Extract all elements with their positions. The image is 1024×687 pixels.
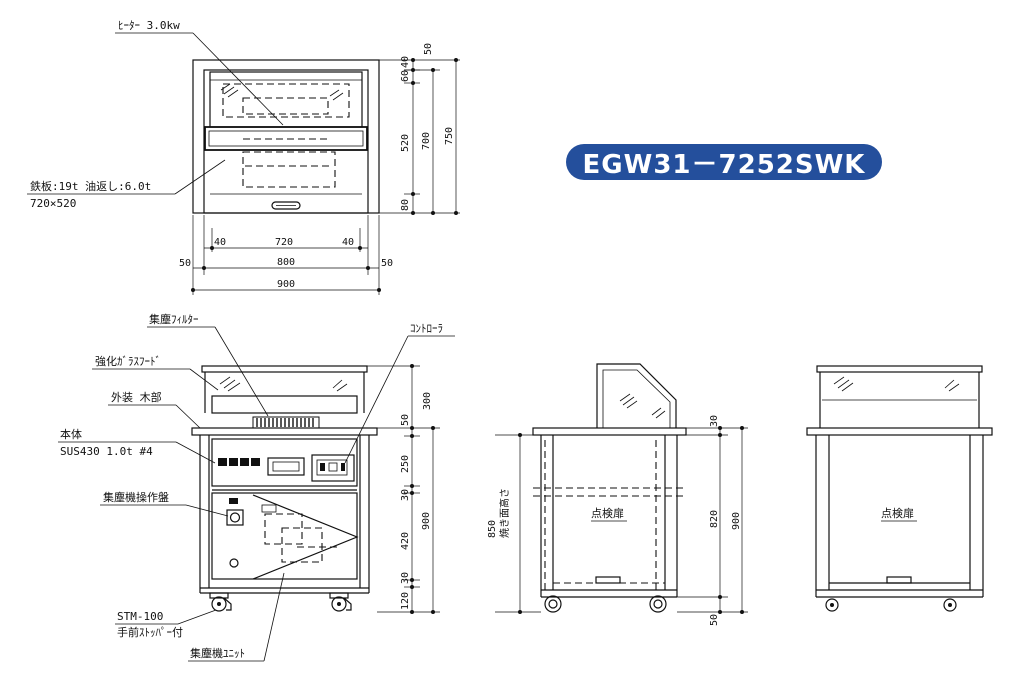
top-handle: [271, 201, 301, 210]
dim-front-250: 250: [400, 455, 411, 473]
side-dim-30: 30: [709, 415, 720, 427]
front-hood-top: [201, 365, 368, 373]
dim-top-80: 80: [400, 199, 411, 211]
side-dim-50: 50: [709, 614, 720, 626]
label-body: 本体: [60, 427, 82, 441]
dim-top-40: 40: [400, 56, 411, 68]
dim-top-700: 700: [421, 132, 432, 150]
label-body-material: SUS430 1.0t #4: [60, 445, 153, 458]
dim-front-300: 300: [422, 392, 433, 410]
back-view: [806, 365, 993, 612]
dim-top-750: 750: [444, 127, 455, 145]
plate-label: 鉄板:19t 油返し:6.0t: [30, 179, 151, 193]
dim-front-30b: 30: [400, 572, 411, 584]
label-dust-panel: 集塵機操作盤: [103, 490, 169, 504]
top-view: [27, 32, 460, 295]
label-controller: ｺﾝﾄﾛｰﾗ: [410, 322, 443, 335]
dim-front-900: 900: [421, 512, 432, 530]
dim-bottom-900: 900: [277, 279, 295, 290]
dim-front-50: 50: [400, 414, 411, 426]
dim-top-60: 60: [400, 70, 411, 82]
front-view: [58, 326, 455, 662]
dim-front-120: 120: [400, 592, 411, 610]
dim-top-520: 520: [400, 134, 411, 152]
side-dim-900: 900: [731, 512, 742, 530]
label-stopper-desc: 手前ｽﾄｯﾊﾟｰ付: [117, 625, 183, 639]
dim-bottom-720: 720: [275, 237, 293, 248]
top-oil-return: [204, 126, 368, 151]
front-dust-area: [211, 492, 358, 580]
dim-front-420: 420: [400, 532, 411, 550]
side-view: [495, 363, 748, 614]
side-dim-820: 820: [709, 510, 720, 528]
label-stopper-model: STM-100: [117, 610, 163, 623]
heater-label: ﾋｰﾀｰ 3.0kw: [118, 19, 180, 32]
label-exterior: 外装 木部: [111, 390, 162, 404]
model-title: EGW31－7252SWK: [566, 144, 882, 180]
label-dust-filter: 集塵ﾌｨﾙﾀｰ: [149, 312, 199, 326]
dim-bottom-50-left: 50: [179, 258, 191, 269]
label-dust-unit: 集塵機ﾕﾆｯﾄ: [190, 646, 245, 660]
back-door-label: 点検扉: [881, 506, 914, 520]
side-dim-850: 850: [487, 520, 498, 538]
side-door-label: 点検扉: [591, 506, 624, 520]
dim-front-30a: 30: [400, 489, 411, 501]
front-filter-housing: [211, 395, 358, 414]
top-inner-frame: [203, 69, 369, 214]
dust-panel-switch: [226, 509, 244, 526]
front-display: [267, 457, 305, 476]
label-glass-hood: 強化ｶﾞﾗｽﾌｰﾄﾞ: [95, 354, 161, 368]
front-casters: [209, 592, 352, 612]
side-grill-height-label: 焼き面高さ: [498, 488, 511, 538]
dim-bottom-50-right: 50: [381, 258, 393, 269]
dim-bottom-800: 800: [277, 257, 295, 268]
dim-top-50: 50: [423, 43, 434, 55]
front-control-panel: [211, 438, 358, 487]
dim-bottom-40-left: 40: [214, 237, 226, 248]
plate-size: 720×520: [30, 197, 76, 210]
dim-bottom-40-right: 40: [342, 237, 354, 248]
controller-box: [311, 454, 355, 482]
top-outer-frame: [192, 59, 380, 214]
front-counter-top: [191, 427, 378, 436]
